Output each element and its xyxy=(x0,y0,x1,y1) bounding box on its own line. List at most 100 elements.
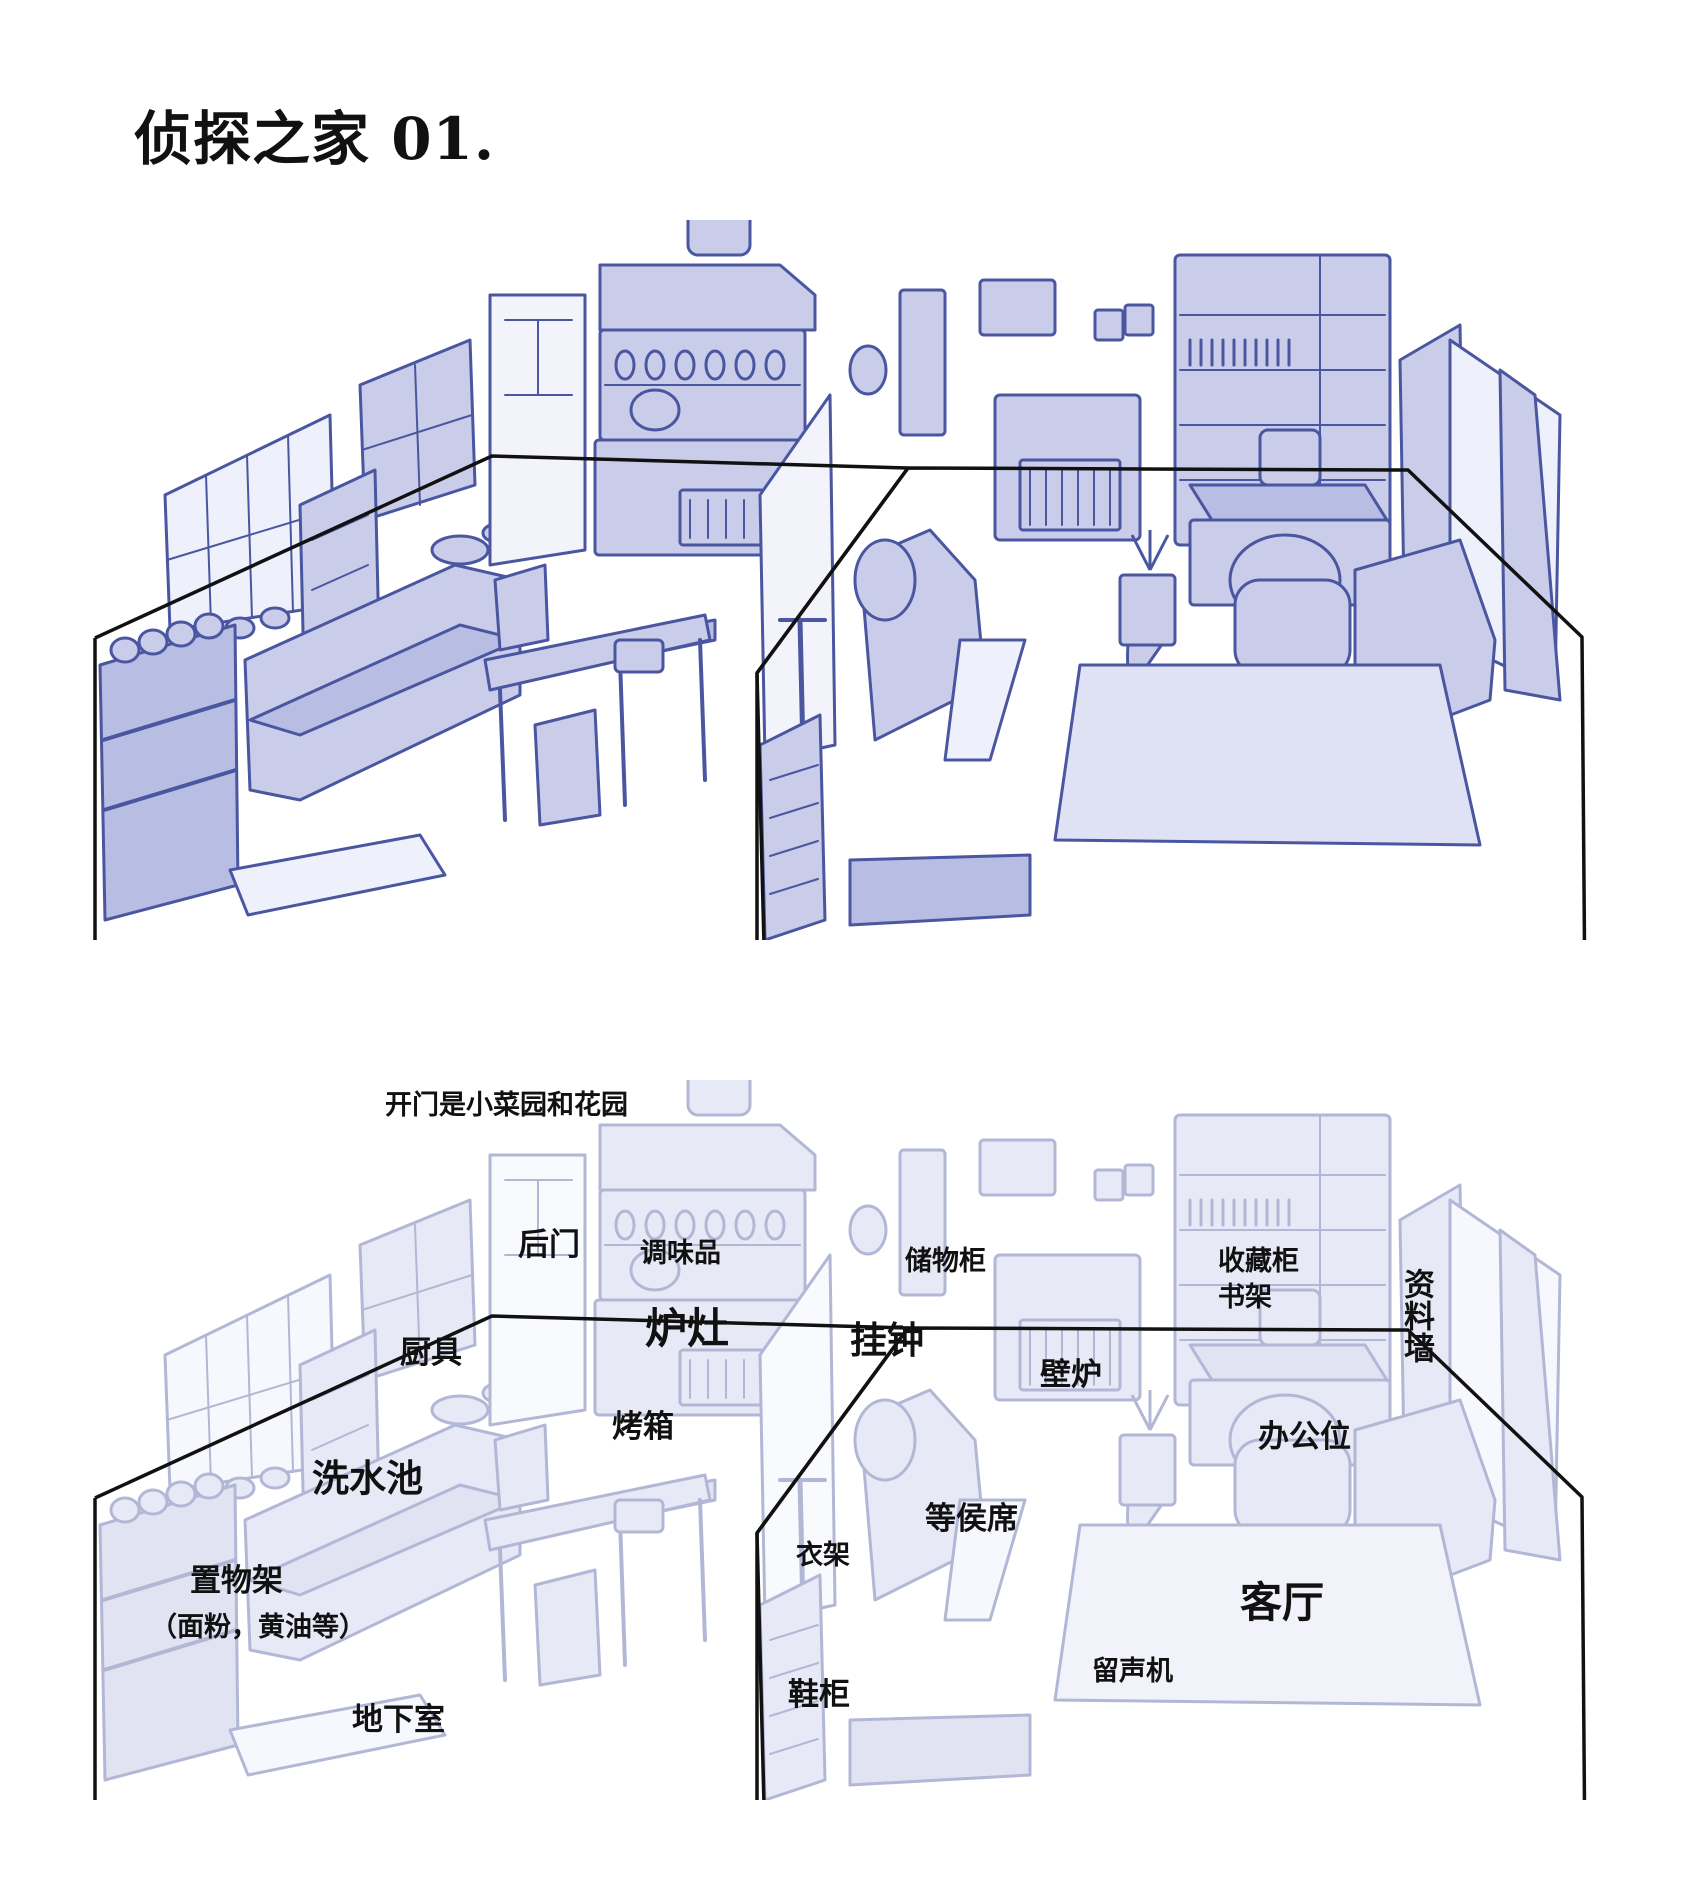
potted-plant xyxy=(1130,530,1170,571)
label-seasoning: 调味品 xyxy=(640,1238,721,1269)
label-stove: 炉灶 xyxy=(645,1304,730,1353)
sketch-layer xyxy=(98,220,1562,940)
jar-on-shelf xyxy=(109,636,141,664)
sofa-back xyxy=(853,1398,917,1482)
label-shelf: 置物架 xyxy=(190,1563,283,1599)
office-chair xyxy=(1258,428,1322,487)
room-divider-edge xyxy=(755,672,766,940)
rack-shelf xyxy=(311,564,369,591)
bread-box xyxy=(613,1498,665,1534)
label-storage-cabinet: 储物柜 xyxy=(905,1246,986,1277)
cooking-pot xyxy=(430,1394,490,1426)
bread-box xyxy=(613,638,665,674)
label-shelf-note: （面粉，黄油等） xyxy=(150,1612,366,1643)
seasoning-jar xyxy=(764,349,786,381)
table-leg xyxy=(698,1498,707,1642)
upper-cabinet xyxy=(358,1198,477,1382)
label-wall-clock: 挂钟 xyxy=(850,1319,924,1362)
table-leg xyxy=(618,658,627,807)
curtain xyxy=(1498,1228,1562,1562)
kitchen-counter xyxy=(243,1423,522,1662)
plant-pot xyxy=(224,1476,256,1500)
seasoning-jar xyxy=(614,1209,636,1241)
doormat xyxy=(848,853,1032,927)
jar-on-shelf xyxy=(109,1496,141,1524)
dining-chair xyxy=(493,563,550,652)
dining-chair xyxy=(533,708,602,827)
label-coat-rack: 衣架 xyxy=(796,1540,850,1571)
kitchen-window xyxy=(163,1273,337,1492)
window-mullion xyxy=(205,474,212,625)
storage-shelf xyxy=(98,1483,240,1782)
shoe-rack-plank xyxy=(769,1738,819,1755)
fireplace-opening xyxy=(1018,1318,1122,1392)
label-oven: 烤箱 xyxy=(612,1409,674,1445)
house-sketch-shaded xyxy=(93,220,1587,940)
storage-cabinet xyxy=(898,288,947,437)
seasoning-shelf xyxy=(598,1188,807,1302)
waiting-sofa xyxy=(858,1388,987,1602)
range-hood xyxy=(598,1123,817,1192)
dining-chair xyxy=(493,1423,550,1512)
potted-plant xyxy=(1130,1390,1170,1431)
basement-hatch xyxy=(228,833,447,917)
table-leg xyxy=(498,688,507,822)
shoe-rack-plank xyxy=(769,878,819,895)
front-armchair xyxy=(1213,1583,1327,1667)
plant-pot xyxy=(189,1488,221,1512)
window-mullion xyxy=(287,1294,294,1473)
rack-shelf xyxy=(311,1474,369,1501)
wall-frame xyxy=(1093,1168,1125,1202)
cabinet-shelf xyxy=(361,414,473,451)
window-mullion xyxy=(246,454,253,619)
counter-top xyxy=(248,1483,522,1597)
bookshelf xyxy=(1173,1113,1392,1407)
wall-clock xyxy=(848,344,888,396)
window-transom xyxy=(166,1369,333,1421)
label-fireplace: 壁炉 xyxy=(1040,1357,1102,1393)
chimney-stack xyxy=(686,1080,752,1117)
bowl xyxy=(481,1380,529,1406)
side-table xyxy=(1118,1433,1177,1507)
hall-door xyxy=(758,1253,837,1622)
label-kitchenware: 厨具 xyxy=(400,1335,462,1371)
seasoning-jar xyxy=(764,1209,786,1241)
seasoning-jar xyxy=(704,1209,726,1241)
living-rug xyxy=(1053,663,1482,847)
kitchenware-rack xyxy=(298,1328,382,1577)
shoe-rack-plank xyxy=(769,1700,819,1717)
plant-pot xyxy=(259,1466,291,1490)
label-sink: 洗水池 xyxy=(312,1457,423,1500)
seasoning-jar xyxy=(644,1209,666,1241)
room-divider-edge xyxy=(755,1532,766,1800)
shoe-rack-plank xyxy=(769,840,819,857)
range-hood xyxy=(598,263,817,332)
seasoning-jar xyxy=(734,349,756,381)
label-office-desk: 办公位 xyxy=(1258,1419,1351,1455)
dining-table xyxy=(483,1473,712,1552)
basement-hatch xyxy=(228,1693,447,1777)
label-gramophone: 留声机 xyxy=(1092,1656,1173,1687)
wall-frame xyxy=(978,1138,1057,1197)
kettle xyxy=(629,388,681,432)
seasoning-jar xyxy=(674,1209,696,1241)
office-desk-top xyxy=(1188,1343,1392,1387)
window-mullion xyxy=(246,1314,253,1479)
rug-runner xyxy=(943,1498,1027,1622)
garden-note: 开门是小菜园和花园 xyxy=(385,1090,628,1121)
page-title: 侦探之家 01. xyxy=(134,105,496,173)
living-room-outline xyxy=(755,466,1587,940)
dining-table xyxy=(483,613,712,692)
gramophone-cabinet xyxy=(1113,1548,1197,1647)
cooking-pot xyxy=(430,534,490,566)
armchair-back xyxy=(1228,1393,1342,1487)
shoe-cabinet xyxy=(758,713,827,940)
living-window xyxy=(1448,1198,1562,1552)
seasoning-jar xyxy=(644,349,666,381)
jar-on-shelf xyxy=(165,620,197,648)
back-door xyxy=(488,293,587,567)
side-table xyxy=(1118,573,1177,647)
shoe-rack-plank xyxy=(769,802,819,819)
stove-block xyxy=(593,1298,812,1417)
